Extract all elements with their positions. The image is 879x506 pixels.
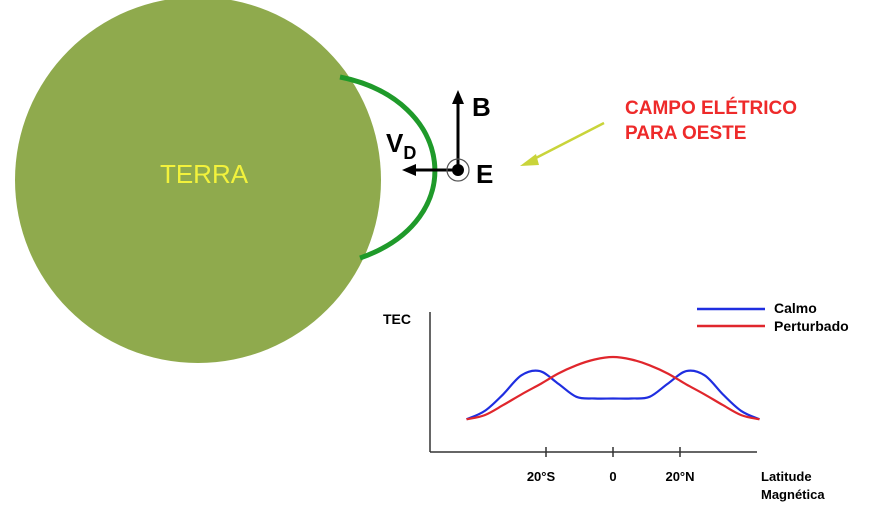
e-field-circle	[446, 158, 470, 182]
chart-series-group	[466, 355, 760, 421]
chart-x-label-line2: Magnética	[761, 487, 825, 502]
earth-label: TERRA	[160, 159, 249, 189]
earth-circle	[15, 0, 381, 363]
electric-field-label-line1: CAMPO ELÉTRICO	[625, 97, 797, 119]
b-label: B	[472, 92, 491, 122]
vd-arrowhead	[402, 164, 416, 176]
electric-field-pointer	[529, 121, 605, 163]
legend-label-calmo: Calmo	[774, 300, 817, 316]
legend-label-perturbado: Perturbado	[774, 318, 849, 334]
vd-label: VD	[386, 128, 416, 163]
electric-field-pointer-head	[520, 154, 539, 166]
tick-label-0: 0	[609, 469, 616, 484]
b-arrowhead	[452, 90, 464, 104]
series-line-perturbado	[466, 355, 760, 421]
series-line-calmo	[466, 369, 760, 421]
field-line	[339, 74, 438, 261]
tick-label-20n: 20°N	[665, 469, 694, 484]
chart-y-label: TEC	[383, 311, 411, 327]
electric-field-label-line2: PARA OESTE	[625, 123, 746, 144]
e-label: E	[476, 159, 493, 189]
vd-label-subscript: D	[403, 143, 416, 163]
vd-label-main: V	[386, 128, 404, 158]
chart-x-label-line1: Latitude	[761, 469, 812, 484]
tick-label-20s: 20°S	[527, 469, 556, 484]
e-field-dot	[452, 164, 464, 176]
